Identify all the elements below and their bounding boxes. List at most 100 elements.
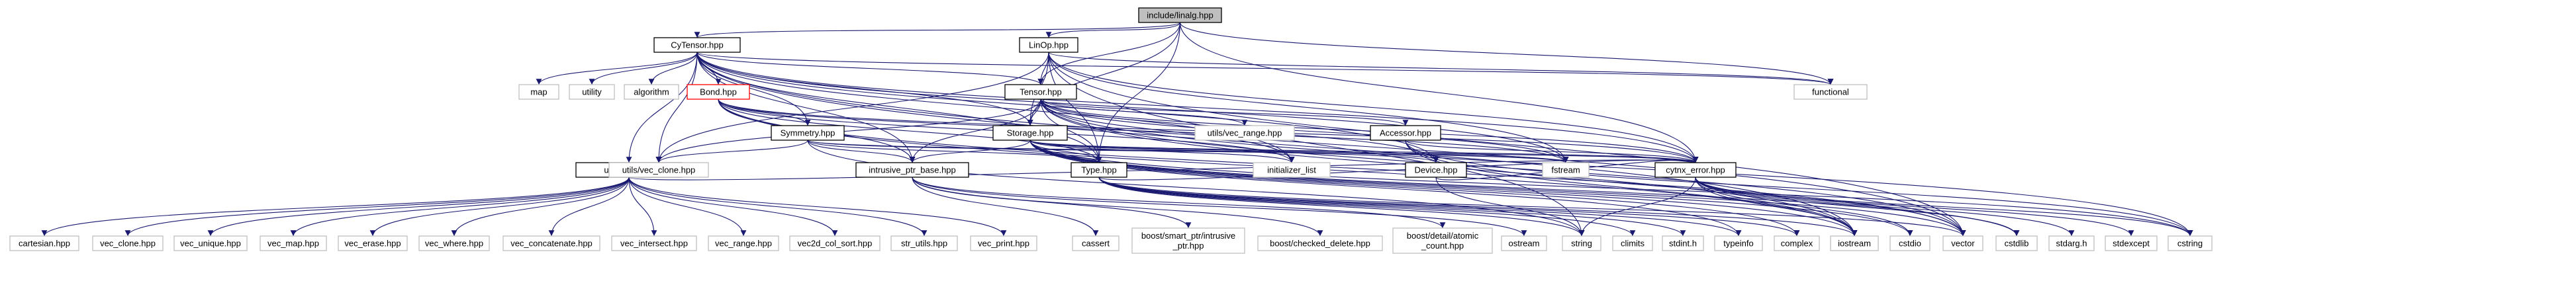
node-intrusive[interactable]: intrusive_ptr_base.hpp <box>855 162 969 178</box>
edge-storage-to-intrusive <box>909 140 1031 163</box>
node-box <box>1714 235 1763 251</box>
edge-layer <box>41 22 2193 237</box>
edge-utils-to-strutils <box>628 177 928 237</box>
edge-storage-to-vector <box>1029 140 1966 237</box>
edge-intrusive-to-boostatomic <box>912 177 1446 229</box>
node-box <box>1889 235 1931 251</box>
node-label: fstream <box>1551 165 1580 175</box>
edge-linalg-to-linop <box>1045 22 1181 38</box>
edge-tensor-to-vector <box>1040 99 1966 237</box>
node-vecmap: vec_map.hpp <box>260 235 327 251</box>
node-label: cstdlib <box>2005 239 2029 249</box>
node-box <box>1253 162 1331 178</box>
node-label: Type.hpp <box>1081 165 1117 175</box>
node-vecclone2: utils/vec_clone.hpp <box>608 162 709 178</box>
edge-tensor-to-accessor <box>1040 99 1409 126</box>
node-label: utils/vec_clone.hpp <box>622 165 696 175</box>
node-symmetry[interactable]: Symmetry.hpp <box>771 125 845 141</box>
node-type[interactable]: Type.hpp <box>1071 162 1127 178</box>
node-box <box>855 162 969 178</box>
edge-intrusive-to-ostream <box>912 177 1527 237</box>
node-box <box>1138 7 1222 23</box>
node-box <box>1542 162 1590 178</box>
edge-bond-to-fstream <box>718 99 1569 163</box>
edge-cytensor-to-fstream <box>696 52 1569 163</box>
edge-linop-to-string <box>1048 52 1585 237</box>
node-device[interactable]: Device.hpp <box>1405 162 1467 178</box>
edge-linalg-to-storage <box>1027 22 1181 126</box>
edge-utils-to-vec2d <box>628 177 838 237</box>
node-label: iostream <box>1838 239 1871 249</box>
node-label: LinOp.hpp <box>1029 40 1069 50</box>
node-string: string <box>1562 235 1601 251</box>
node-cartesian: cartesian.hpp <box>9 235 79 251</box>
node-cytnxerror[interactable]: cytnx_error.hpp <box>1654 162 1737 178</box>
edge-symmetry-to-fstream <box>807 140 1568 163</box>
edge-tensor-to-utilsvecrange <box>1040 99 1248 126</box>
edge-cytnxerror-to-cstdio <box>1695 177 1913 237</box>
node-label: utility <box>582 87 602 97</box>
edge-type-to-iostream <box>1098 177 1858 237</box>
node-box <box>890 235 958 251</box>
edge-linalg-to-type <box>1096 22 1181 163</box>
edge-linop-to-vector <box>1048 52 1966 237</box>
node-box <box>1662 235 1704 251</box>
edge-cytensor-to-functional <box>696 52 1833 85</box>
edge-accessor-to-cstring <box>1405 140 2193 237</box>
node-linalg[interactable]: include/linalg.hpp <box>1138 7 1222 23</box>
node-label: algorithm <box>634 87 669 97</box>
node-label: climits <box>1621 239 1645 249</box>
node-vecintersect: vec_intersect.hpp <box>611 235 697 251</box>
node-label: cstdio <box>1899 239 1921 249</box>
node-box <box>1071 162 1127 178</box>
edge-type-to-typeinfo <box>1098 177 1742 237</box>
node-label: Bond.hpp <box>700 87 737 97</box>
edge-type-to-string <box>1098 177 1585 237</box>
node-box <box>1501 235 1547 251</box>
edge-cytensor-to-algorithm <box>648 52 698 85</box>
edge-cytensor-to-cytnxerror <box>696 52 1699 163</box>
edge-cytensor-to-utils <box>626 52 698 163</box>
edge-storage-to-cstring <box>1029 140 2193 237</box>
node-cassert: cassert <box>1072 235 1120 251</box>
node-map: map <box>518 84 559 100</box>
edge-cytnxerror-to-iostream <box>1695 177 1858 237</box>
edge-cytnxerror-to-cstring <box>1695 177 2193 237</box>
node-cytensor[interactable]: CyTensor.hpp <box>653 37 741 53</box>
node-bond[interactable]: Bond.hpp <box>687 84 750 100</box>
edge-utils-to-cytnxerror <box>628 156 1698 181</box>
edge-linop-to-functional <box>1048 52 1834 85</box>
edge-type-to-stdint <box>1098 177 1686 237</box>
edge-utils-to-vecrange <box>628 177 747 237</box>
node-box <box>418 235 490 251</box>
node-label: functional <box>1812 87 1849 97</box>
node-linop[interactable]: LinOp.hpp <box>1019 37 1078 53</box>
edge-intrusive-to-boostsmart <box>912 177 1192 229</box>
edge-cytnxerror-to-cstdlib <box>1695 177 2020 237</box>
node-initlist: initializer_list <box>1253 162 1331 178</box>
node-box <box>992 125 1068 141</box>
edge-cytensor-to-vecclone2 <box>655 52 698 163</box>
node-label: stdint.h <box>1669 239 1697 249</box>
node-tensor[interactable]: Tensor.hpp <box>1004 84 1077 100</box>
node-label: Storage.hpp <box>1007 128 1054 138</box>
node-label: vec_clone.hpp <box>100 239 156 249</box>
node-box <box>9 235 79 251</box>
node-storage[interactable]: Storage.hpp <box>992 125 1068 141</box>
node-box <box>1942 235 1983 251</box>
node-label: vec_map.hpp <box>267 239 319 249</box>
node-accessor[interactable]: Accessor.hpp <box>1370 125 1441 141</box>
edge-utils-to-vecwhere <box>451 177 630 237</box>
edge-tensor-to-type <box>1040 99 1102 163</box>
node-vecrange: vec_range.hpp <box>708 235 779 251</box>
edge-cytnxerror-to-stdexcept <box>1695 177 2134 237</box>
node-label: complex <box>1781 239 1813 249</box>
edge-cytnxerror-to-string <box>1578 177 1696 237</box>
node-box <box>2105 235 2158 251</box>
node-label: vec_range.hpp <box>715 239 772 249</box>
node-box <box>789 235 881 251</box>
node-functional: functional <box>1793 84 1868 100</box>
node-box <box>1019 37 1078 53</box>
node-box <box>518 84 559 100</box>
node-box <box>1392 227 1493 254</box>
